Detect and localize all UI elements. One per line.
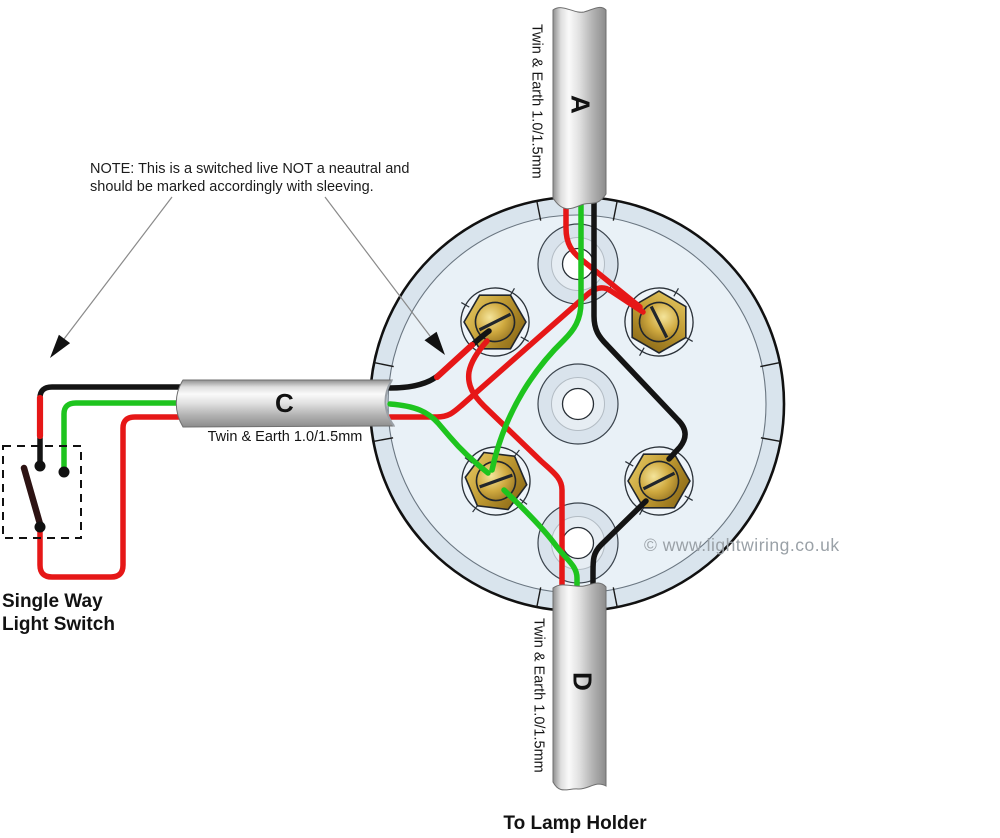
note-arrowhead-left <box>50 334 71 358</box>
note-line2: should be marked accordingly with sleevi… <box>90 178 374 195</box>
wire-neutral-supply <box>591 197 688 462</box>
wire-live-switch-feed <box>387 285 646 420</box>
cable-d-sheath <box>552 582 607 791</box>
lamp-holder-caption: To Lamp Holder <box>503 813 647 834</box>
switch-terminal-live-in <box>34 460 46 472</box>
wires <box>387 197 688 599</box>
wire-neutral-to-lamp <box>590 498 649 599</box>
red-sleeve-marking-in-box <box>433 341 476 381</box>
note-text: NOTE: This is a switched live NOT a neau… <box>90 161 409 196</box>
note-arrows <box>50 196 445 358</box>
rim-notch-ticks <box>373 200 781 608</box>
top-entry-hole <box>537 223 619 305</box>
cable-d-letter: D <box>567 672 598 691</box>
cable-a-spec-label: Twin & Earth 1.0/1.5mm <box>528 24 545 179</box>
switch-outline-box <box>2 445 82 539</box>
switch-terminal-live-out <box>34 521 46 533</box>
switch-caption-line1: Single Way <box>2 591 103 612</box>
cable-c-letter: C <box>275 388 294 418</box>
note-arrowhead-right <box>424 331 445 355</box>
cables <box>175 6 607 791</box>
cable-c-end-cap <box>384 379 395 427</box>
switch-drop-wires <box>36 384 203 580</box>
note-arrow-line-right <box>324 196 431 337</box>
wire-earth-to-lamp <box>501 487 580 599</box>
switch-terminal-earth <box>58 466 70 478</box>
cable-a-letter: A <box>565 95 596 114</box>
cable-d-spec-label: Twin & Earth 1.0/1.5mm <box>530 618 547 773</box>
cable-c-spec-label: Twin & Earth 1.0/1.5mm <box>207 429 363 445</box>
center-fixing-hole <box>537 363 619 445</box>
note-arrow-line-left <box>63 196 173 340</box>
switch-caption-line2: Light Switch <box>2 614 115 636</box>
light-switch <box>2 445 82 539</box>
switch-lever <box>20 464 44 528</box>
note-line1: NOTE: This is a switched live NOT a neau… <box>90 161 410 177</box>
cable-a-sheath <box>552 6 607 210</box>
junction-box <box>368 195 786 613</box>
wire-earth-switch-cable <box>387 401 491 476</box>
watermark: © www.lightwiring.co.uk <box>644 535 840 555</box>
wire-live-to-lamp <box>465 338 565 599</box>
wire-earth-supply <box>489 197 584 473</box>
wire-earth-to-switch <box>61 400 203 471</box>
wire-live-from-switch <box>37 414 203 580</box>
